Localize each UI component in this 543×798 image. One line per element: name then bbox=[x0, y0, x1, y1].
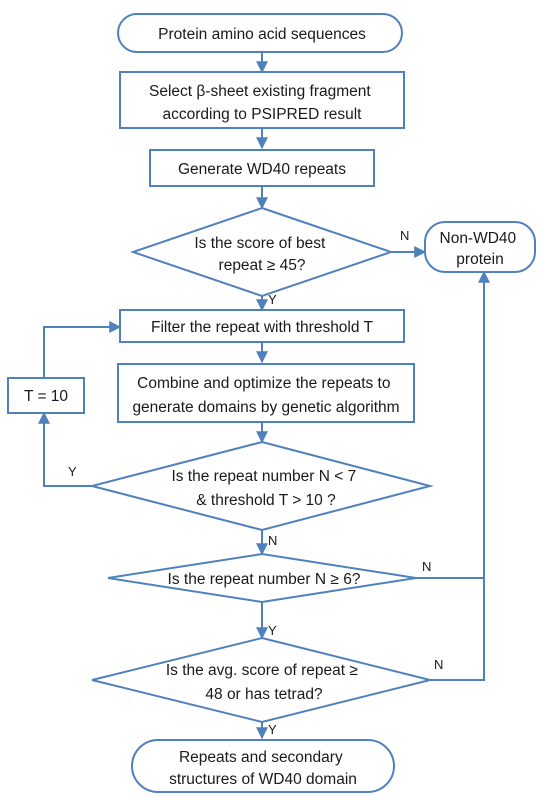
non-wd40-line-2: protein bbox=[456, 251, 503, 268]
label-ge6-yes: Y bbox=[268, 623, 277, 638]
end-terminal bbox=[131, 739, 395, 793]
select-line-2: according to PSIPRED result bbox=[162, 106, 362, 123]
node-select: Select β-sheet existing fragment accordi… bbox=[119, 71, 405, 129]
node-non-wd40: Non-WD40 protein bbox=[424, 221, 536, 273]
label-lt7-yes: Y bbox=[68, 464, 77, 479]
end-text: Repeats and secondary structures of WD40… bbox=[169, 749, 357, 788]
t-assign-line: T = 10 bbox=[24, 388, 68, 405]
filter-line: Filter the repeat with threshold T bbox=[151, 319, 374, 336]
generate-text: Generate WD40 repeats bbox=[178, 161, 346, 178]
non-wd40-text: Non-WD40 protein bbox=[440, 230, 521, 268]
node-end: Repeats and secondary structures of WD40… bbox=[131, 739, 395, 793]
decision-avg-line-1: Is the avg. score of repeat ≥ bbox=[166, 662, 359, 679]
decision-score-line-1: Is the score of best bbox=[194, 235, 326, 252]
decision-repeat-lt7-line-1: Is the repeat number N < 7 bbox=[171, 468, 356, 485]
label-score-yes: Y bbox=[268, 292, 277, 307]
decision-repeat-lt7-line-2: & threshold T > 10 ? bbox=[196, 492, 336, 509]
decision-repeat-ge6-line: Is the repeat number N ≥ 6? bbox=[168, 571, 361, 588]
generate-box bbox=[149, 149, 375, 187]
select-box bbox=[119, 71, 405, 129]
combine-line-2: generate domains by genetic algorithm bbox=[132, 399, 399, 416]
decision-repeat-ge6-text: Is the repeat number N ≥ 6? bbox=[168, 571, 361, 588]
node-filter: Filter the repeat with threshold T bbox=[119, 309, 405, 343]
label-avg-no: N bbox=[434, 657, 443, 672]
label-score-no: N bbox=[400, 228, 409, 243]
start-terminal bbox=[117, 13, 403, 53]
label-avg-yes: Y bbox=[268, 722, 277, 737]
edges bbox=[38, 52, 490, 740]
filter-box bbox=[119, 309, 405, 343]
decision-score-diamond bbox=[129, 206, 395, 298]
decision-avg-text: Is the avg. score of repeat ≥ 48 or has … bbox=[166, 662, 362, 703]
node-t-assign: T = 10 bbox=[7, 377, 85, 414]
start-text: Protein amino acid sequences bbox=[158, 26, 366, 43]
combine-line-1: Combine and optimize the repeats to bbox=[137, 375, 390, 392]
node-decision-score: Is the score of best repeat ≥ 45? bbox=[129, 206, 395, 298]
node-decision-repeat-lt7: Is the repeat number N < 7 & threshold T… bbox=[88, 440, 434, 532]
decision-repeat-lt7-diamond bbox=[88, 440, 434, 532]
decision-score-text: Is the score of best repeat ≥ 45? bbox=[194, 235, 329, 274]
edge-labels: N Y Y N N Y N Y bbox=[68, 228, 443, 737]
t-assign-box bbox=[7, 377, 85, 414]
decision-score-line-2: repeat ≥ 45? bbox=[219, 257, 306, 274]
node-start: Protein amino acid sequences bbox=[117, 13, 403, 53]
decision-repeat-lt7-text: Is the repeat number N < 7 & threshold T… bbox=[171, 468, 360, 509]
non-wd40-terminal bbox=[424, 221, 536, 273]
node-decision-avg: Is the avg. score of repeat ≥ 48 or has … bbox=[91, 636, 431, 724]
combine-text: Combine and optimize the repeats to gene… bbox=[132, 375, 399, 416]
decision-avg-line-2: 48 or has tetrad? bbox=[205, 686, 323, 703]
edge-avg-right bbox=[430, 270, 490, 681]
label-lt7-no: N bbox=[268, 533, 277, 548]
edge-decision-t-assign bbox=[38, 411, 92, 487]
edge-t-assign-filter bbox=[43, 321, 122, 378]
t-assign-text: T = 10 bbox=[24, 388, 68, 405]
decision-avg-diamond bbox=[91, 636, 431, 724]
end-line-2: structures of WD40 domain bbox=[169, 771, 357, 788]
end-line-1: Repeats and secondary bbox=[179, 749, 343, 766]
select-line-1: Select β-sheet existing fragment bbox=[149, 83, 371, 100]
decision-repeat-ge6-diamond bbox=[107, 552, 417, 604]
node-decision-repeat-ge6: Is the repeat number N ≥ 6? bbox=[107, 552, 417, 604]
select-text: Select β-sheet existing fragment accordi… bbox=[149, 83, 375, 123]
label-ge6-no: N bbox=[422, 559, 431, 574]
filter-text: Filter the repeat with threshold T bbox=[151, 319, 374, 336]
start-line: Protein amino acid sequences bbox=[158, 26, 366, 43]
combine-box bbox=[117, 363, 415, 423]
node-combine: Combine and optimize the repeats to gene… bbox=[117, 363, 415, 423]
non-wd40-line-1: Non-WD40 bbox=[440, 230, 517, 247]
generate-line: Generate WD40 repeats bbox=[178, 161, 346, 178]
node-generate: Generate WD40 repeats bbox=[149, 149, 375, 187]
